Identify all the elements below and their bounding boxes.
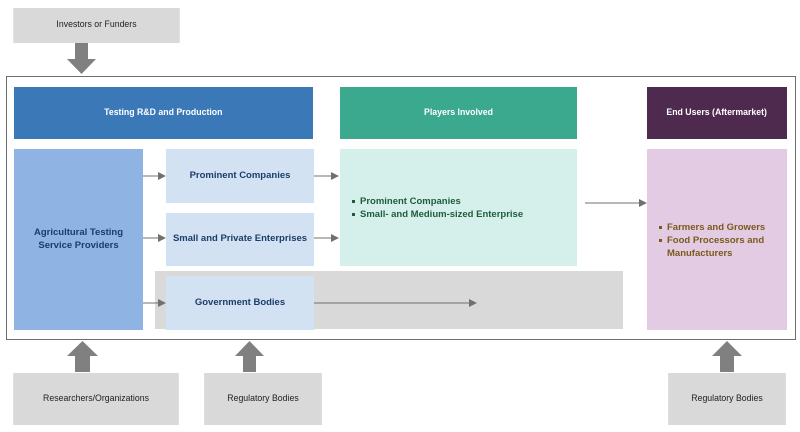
players-item: Small- and Medium-sized Enterprise [352, 209, 572, 222]
regulatory-box-1: Regulatory Bodies [204, 373, 322, 425]
up-arrow-icon [235, 341, 264, 372]
players-list: Prominent Companies Small- and Medium-si… [352, 196, 572, 222]
investors-box: Investors or Funders [13, 8, 180, 43]
header-end-users: End Users (Aftermarket) [647, 87, 787, 139]
prominent-label: Prominent Companies [189, 169, 291, 181]
players-box [340, 149, 577, 266]
researchers-box: Researchers/Organizations [13, 373, 179, 425]
end-users-item: Farmers and Growers [659, 222, 784, 235]
government-label: Government Bodies [194, 296, 286, 308]
researchers-label: Researchers/Organizations [43, 392, 149, 404]
up-arrow-icon [712, 341, 742, 372]
government-box: Government Bodies [166, 276, 314, 330]
investors-label: Investors or Funders [56, 19, 137, 31]
regulatory-label-1: Regulatory Bodies [227, 392, 299, 404]
header-end-users-label: End Users (Aftermarket) [666, 106, 768, 118]
end-users-box [647, 149, 787, 330]
regulatory-box-2: Regulatory Bodies [668, 373, 786, 425]
players-item: Prominent Companies [352, 196, 572, 209]
agri-testing-label: Agricultural Testing Service Providers [33, 227, 124, 251]
header-players: Players Involved [340, 87, 577, 139]
header-testing-label: Testing R&D and Production [104, 106, 223, 118]
header-testing: Testing R&D and Production [14, 87, 313, 139]
prominent-box: Prominent Companies [166, 149, 314, 203]
header-players-label: Players Involved [423, 106, 493, 118]
end-users-list: Farmers and Growers Food Processors and … [659, 222, 784, 260]
small-private-box: Small and Private Enterprises [166, 213, 314, 266]
up-arrow-icon [67, 341, 98, 372]
small-private-label: Small and Private Enterprises [172, 233, 308, 245]
agri-testing-box: Agricultural Testing Service Providers [14, 149, 143, 330]
regulatory-label-2: Regulatory Bodies [691, 392, 763, 404]
down-arrow-icon [67, 43, 96, 74]
end-users-item: Food Processors and Manufacturers [659, 235, 784, 261]
